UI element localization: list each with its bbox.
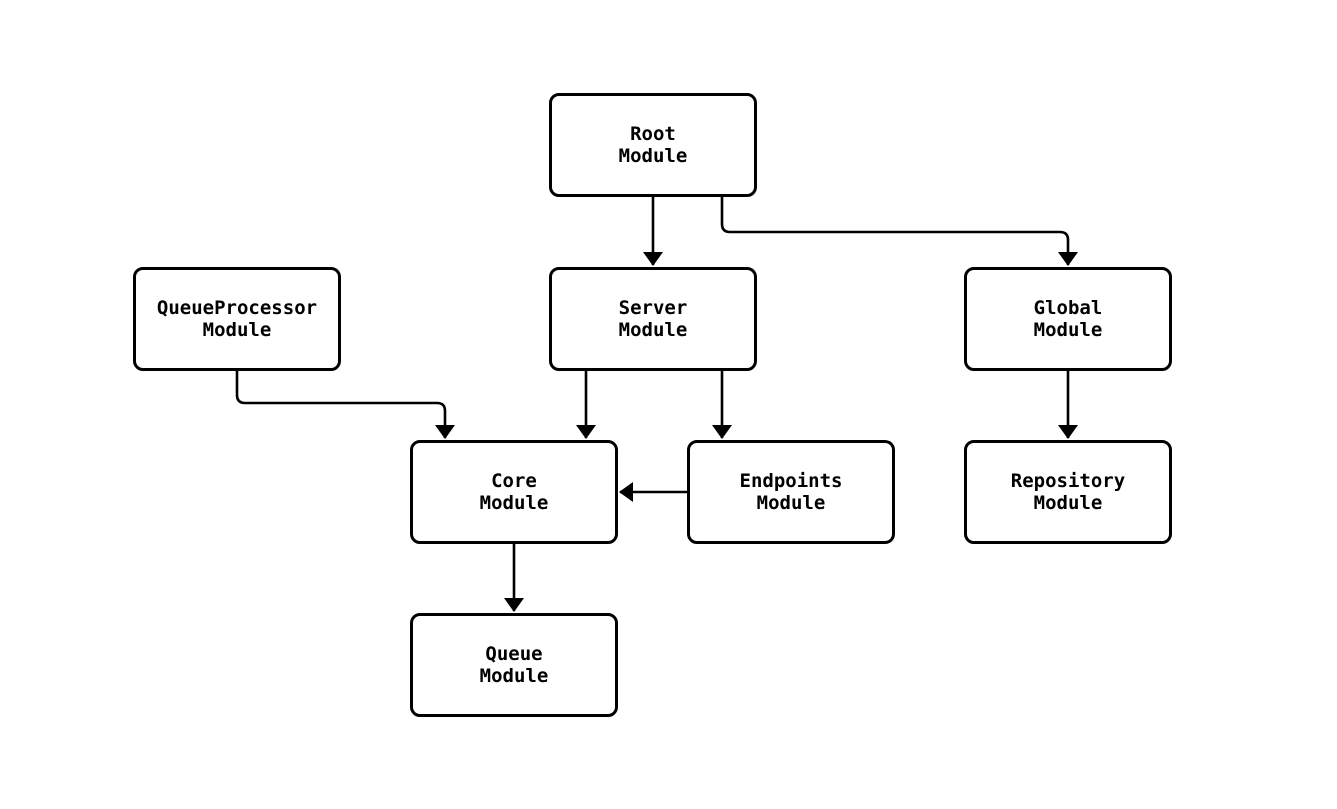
node-queue-module-label: Queue Module — [479, 643, 549, 687]
node-queueprocessor-module-label: QueueProcessor Module — [156, 297, 318, 341]
node-root-module: Root Module — [549, 93, 757, 197]
node-queueprocessor-module: QueueProcessor Module — [133, 267, 341, 371]
node-endpoints-module: Endpoints Module — [687, 440, 895, 544]
node-repository-module: Repository Module — [964, 440, 1172, 544]
node-core-module-label: Core Module — [479, 470, 549, 514]
node-global-module: Global Module — [964, 267, 1172, 371]
node-root-module-label: Root Module — [618, 123, 688, 167]
node-queue-module: Queue Module — [410, 613, 618, 717]
node-server-module-label: Server Module — [618, 297, 688, 341]
node-core-module: Core Module — [410, 440, 618, 544]
node-global-module-label: Global Module — [1033, 297, 1103, 341]
node-server-module: Server Module — [549, 267, 757, 371]
edge-root-to-global — [720, 197, 1078, 266]
edge-queueprocessor-to-core — [235, 371, 455, 439]
node-endpoints-module-label: Endpoints Module — [739, 470, 843, 514]
node-repository-module-label: Repository Module — [1010, 470, 1126, 514]
